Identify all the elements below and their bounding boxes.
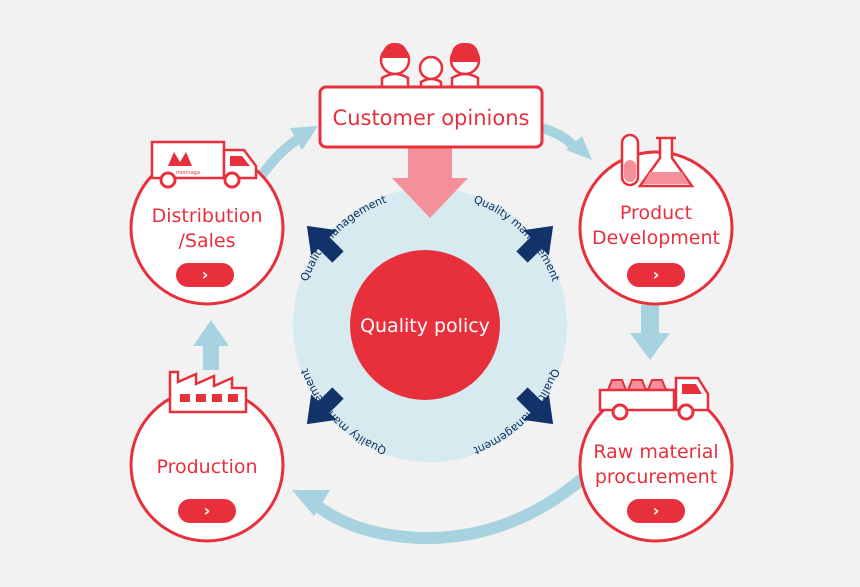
product-development-more-button[interactable]: › xyxy=(627,263,685,287)
factory-icon xyxy=(168,370,248,414)
navy-arrow-top-left xyxy=(306,225,344,263)
cycle-arrow-production-to-distribution xyxy=(193,320,229,370)
cycle-arrow-distribution-to-customer xyxy=(257,126,318,180)
chevron-right-icon: › xyxy=(653,265,660,284)
cycle-arrow-product-to-raw xyxy=(630,305,670,360)
navy-arrow-bottom-left xyxy=(306,387,344,425)
cycle-arrow-raw-to-production xyxy=(292,472,589,545)
product-development-label-line1: Product xyxy=(620,202,692,224)
distribution-label-line2: /Sales xyxy=(179,230,236,252)
quality-policy-label: Quality policy xyxy=(360,315,490,337)
customer-people-icon xyxy=(379,42,481,86)
raw-material-label-line1: Raw material xyxy=(593,441,718,463)
delivery-truck-icon: morinaga xyxy=(150,140,258,189)
cargo-truck-icon xyxy=(598,376,710,421)
production-label: Production xyxy=(156,456,257,478)
quality-policy-circle xyxy=(350,250,500,400)
navy-arrow-bottom-right xyxy=(516,387,554,425)
navy-arrow-top-right xyxy=(516,225,554,263)
customer-opinions-box xyxy=(318,85,544,149)
production-more-button[interactable]: › xyxy=(178,499,236,523)
cycle-arrow-customer-to-product xyxy=(537,123,592,160)
chevron-right-icon: › xyxy=(653,501,660,520)
raw-material-label-line2: procurement xyxy=(595,466,717,488)
production-node[interactable]: Production › xyxy=(129,387,285,543)
customer-feedback-arrow xyxy=(392,148,468,218)
truck-logo-text: morinaga xyxy=(176,170,200,176)
raw-material-more-button[interactable]: › xyxy=(627,499,685,523)
product-development-label-line2: Development xyxy=(592,227,720,249)
lab-flask-icon xyxy=(620,133,695,188)
product-development-node[interactable]: Product Development › xyxy=(578,150,734,306)
chevron-right-icon: › xyxy=(202,265,209,284)
customer-opinions-label: Customer opinions xyxy=(333,106,530,130)
distribution-more-button[interactable]: › xyxy=(176,263,234,287)
distribution-node[interactable]: Distribution /Sales › xyxy=(129,150,285,306)
chevron-right-icon: › xyxy=(204,501,211,520)
raw-material-node[interactable]: Raw material procurement › xyxy=(578,387,734,543)
distribution-label-line1: Distribution xyxy=(152,205,263,227)
